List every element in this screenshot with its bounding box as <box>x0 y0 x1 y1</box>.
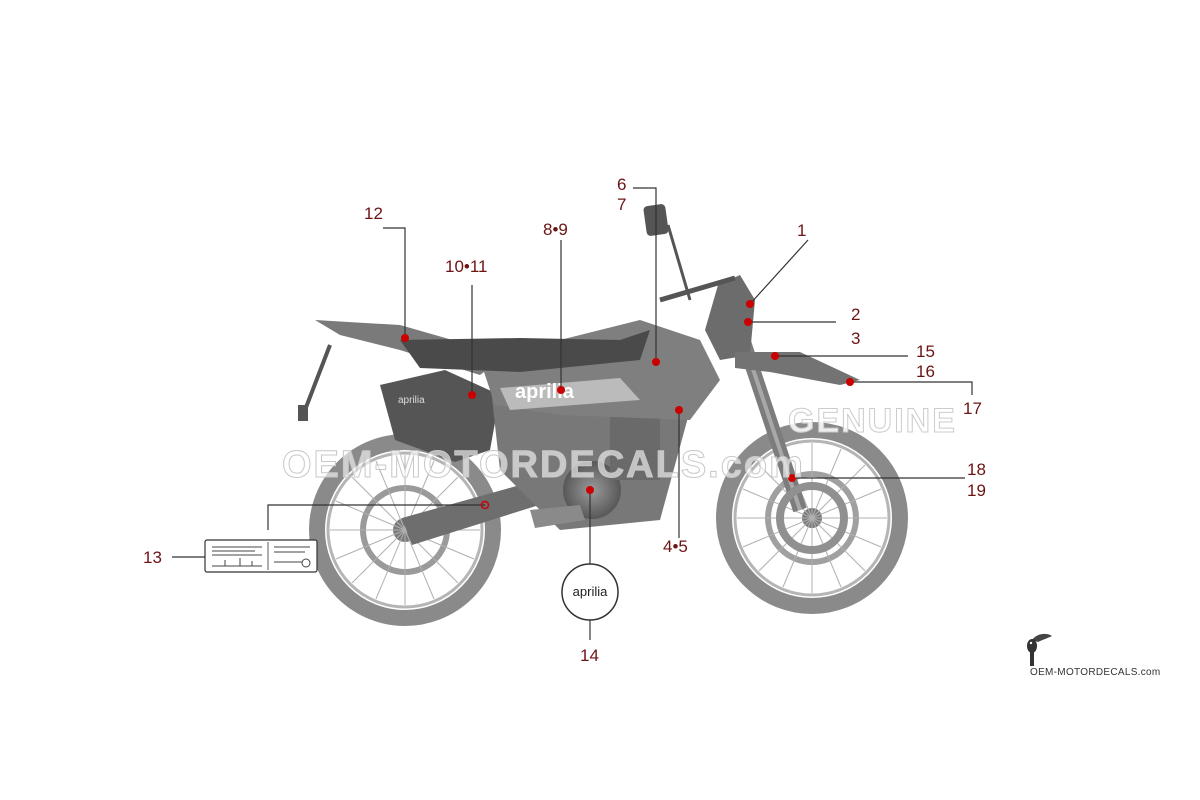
dot-12 <box>401 334 409 342</box>
dot-13 <box>480 500 490 510</box>
callout-14: 14 <box>580 646 599 665</box>
dot-8-9 <box>557 386 565 394</box>
brand-badge-text: aprilia <box>573 584 608 599</box>
decal-13-label <box>204 539 318 573</box>
decal-14-badge: aprilia <box>561 563 619 621</box>
callout-6: 6 <box>617 175 627 194</box>
callout-18: 18 <box>967 460 986 479</box>
site-logo-text: OEM-MOTORDECALS.com <box>1030 667 1161 678</box>
callout-4-5: 4•5 <box>663 537 688 556</box>
dot-15 <box>771 352 779 360</box>
front-brake-disc <box>776 482 848 554</box>
callout-8-9: 8•9 <box>543 220 568 239</box>
front-fender <box>735 352 860 385</box>
dot-4-5 <box>675 406 683 414</box>
callout-2: 2 <box>851 305 861 324</box>
swingarm <box>402 478 555 545</box>
leader-lines <box>172 187 973 640</box>
dot-10-11 <box>468 391 476 399</box>
tank-lettering: aprilia <box>515 381 575 403</box>
dot-18-19 <box>788 474 796 482</box>
seat <box>400 330 650 372</box>
callout-10-11: 10•11 <box>445 257 488 276</box>
dot-6-7 <box>652 358 660 366</box>
callout-1: 1 <box>797 221 807 240</box>
dot-14 <box>586 486 594 494</box>
callout-dots <box>401 300 854 510</box>
callout-19: 19 <box>967 481 986 500</box>
toucan-icon <box>1027 633 1052 666</box>
dot-16-17 <box>846 378 854 386</box>
watermark-genuine: GENUINE <box>788 402 957 441</box>
watermark-domain: OEM-MOTORDECALS.com <box>282 444 805 487</box>
exhaust-lettering: aprilia <box>398 395 425 406</box>
callout-17: 17 <box>963 399 982 418</box>
dot-2-3 <box>744 318 752 326</box>
callout-13: 13 <box>143 548 162 567</box>
callout-7: 7 <box>617 195 627 214</box>
callout-15: 15 <box>916 342 935 361</box>
dot-1 <box>746 300 754 308</box>
callout-3: 3 <box>851 329 861 348</box>
headlight-fairing <box>705 275 755 360</box>
front-wheel <box>716 422 908 614</box>
callout-12: 12 <box>364 204 383 223</box>
callout-16: 16 <box>916 362 935 381</box>
